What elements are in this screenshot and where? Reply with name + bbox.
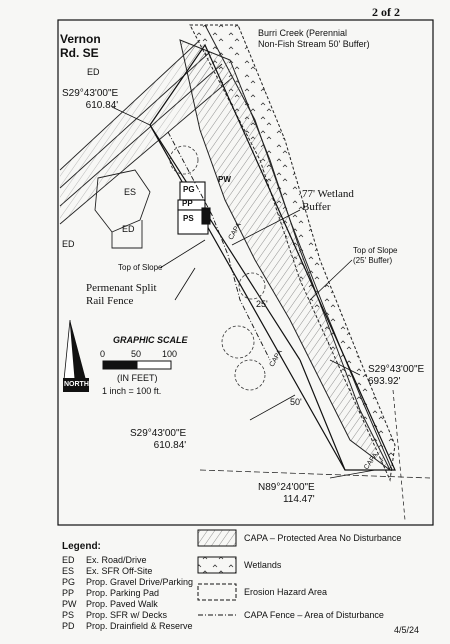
scale-tick-0: 0 [100, 349, 106, 359]
capa-area [179, 39, 391, 471]
scale-title: GRAPHIC SCALE [113, 335, 188, 345]
scale-tick-100: 100 [162, 349, 178, 359]
scale-units: (IN FEET) [117, 373, 158, 383]
wetland-buffer-callout: 77' Wetland Buffer [302, 188, 354, 214]
page-number: 2 of 2 [372, 5, 400, 19]
legend-code: PD [62, 621, 75, 631]
legend-code: ED [62, 555, 75, 565]
offsite-house [94, 169, 151, 233]
scale-bar [102, 360, 172, 370]
label-ed-mid: ED [122, 224, 135, 234]
road-hatch [60, 40, 232, 224]
legend-item: PW Prop. Paved Walk [62, 599, 202, 610]
legend-desc: Ex. Road/Drive [86, 555, 147, 565]
scale-tick-50: 50 [131, 349, 142, 359]
legend-desc: Prop. Paved Walk [86, 599, 158, 609]
north-label: NORTH [64, 381, 89, 388]
split-rail-fence-callout: Permenant Split Rail Fence [86, 282, 157, 308]
key-label-fence: CAPA Fence – Area of Disturbance [244, 610, 384, 620]
scale-ratio: 1 inch = 100 ft. [102, 386, 162, 396]
north-arrow-dashed [392, 389, 406, 521]
drawing-border [57, 19, 434, 526]
key-label-capa: CAPA – Protected Area No Disturbance [244, 533, 402, 543]
parcel-lines [149, 43, 396, 471]
legend-code: PG [62, 577, 76, 587]
label-ed-top: ED [87, 67, 100, 77]
top-of-slope-right: Top of Slope (25' Buffer) [353, 246, 398, 265]
label-pg: PG [183, 185, 195, 194]
label-ps: PS [183, 214, 194, 223]
label-es: ES [124, 187, 137, 197]
legend-title: Legend: [62, 541, 101, 552]
bearing-south: N89°24'00"E 114.47' [258, 482, 315, 505]
legend-item: PD Prop. Drainfield & Reserve [62, 621, 202, 632]
legend-item: ED Ex. Road/Drive [62, 555, 202, 566]
legend-item: PP Prop. Parking Pad [62, 588, 202, 599]
legend-desc: Prop. Gravel Drive/Parking [86, 577, 194, 587]
top-of-slope-left: Top of Slope [118, 263, 163, 272]
legend-item: ES Ex. SFR Off-Site [62, 566, 202, 577]
road-name: Vernon Rd. SE [60, 32, 101, 61]
revision-date: 4/5/24 [394, 625, 420, 635]
dim-50-label: 50' [290, 397, 302, 407]
legend-desc: Prop. Parking Pad [86, 588, 160, 598]
legend-item: PS Prop. SFR w/ Decks [62, 610, 202, 621]
bearing-east: S29°43'00"E 693.92' [368, 364, 425, 387]
legend-code: PS [62, 610, 75, 620]
legend-code: ES [62, 566, 75, 576]
legend-desc: Prop. SFR w/ Decks [86, 610, 168, 620]
key-label-erosion: Erosion Hazard Area [244, 587, 328, 597]
key-label-wetlands: Wetlands [244, 560, 282, 570]
label-ed-left: ED [62, 239, 75, 249]
proposed-structures [177, 181, 211, 235]
label-pp: PP [182, 199, 193, 208]
creek-label: Burri Creek (Perennial Non-Fish Stream 5… [258, 28, 370, 49]
legend-code: PW [62, 599, 77, 609]
legend-code: PP [62, 588, 75, 598]
bearing-west: S29°43'00"E 610.84' [130, 428, 187, 451]
legend-item: PG Prop. Gravel Drive/Parking [62, 577, 202, 588]
drainfield-circles [169, 145, 266, 391]
north-arrow-icon [63, 319, 89, 392]
legend-desc: Prop. Drainfield & Reserve [86, 621, 193, 631]
bearing-leaders [111, 106, 376, 479]
legend-desc: Ex. SFR Off-Site [86, 566, 153, 576]
key-symbols [197, 529, 237, 616]
bearing-nw: S29°43'00"E 610.84' [62, 88, 119, 111]
fence-line [167, 131, 271, 361]
south-dashed-line [199, 469, 431, 479]
dim-25-label: 25' [256, 299, 268, 309]
label-pw: PW [218, 175, 231, 184]
